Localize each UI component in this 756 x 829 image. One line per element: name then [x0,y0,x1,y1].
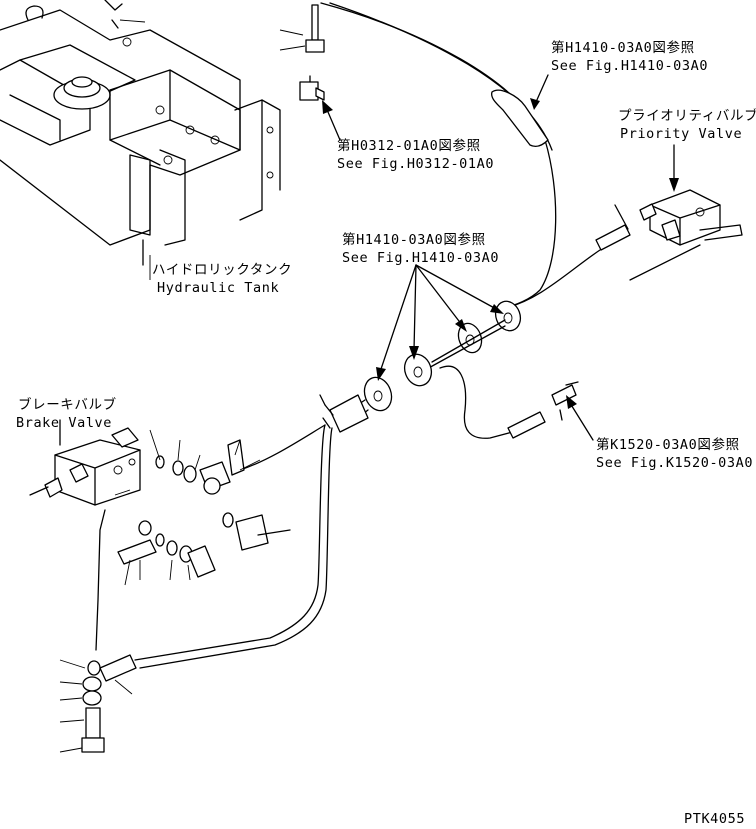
ref-k1520-label-jp: 第K1520-03A0図参照 [596,437,740,453]
upper-hose [305,2,631,309]
ref-h1410-top-label-jp: 第H1410-03A0図参照 [551,40,695,56]
brake-valve-drawing [29,427,141,506]
ref-h1410-mid-label-jp: 第H1410-03A0図参照 [342,232,486,248]
brake-valve-label-jp: ブレーキバルブ [18,397,117,413]
ref-h1410-top-label-en: See Fig.H1410-03A0 [551,58,709,74]
hydraulic-tank-label-en: Hydraulic Tank [157,280,280,296]
leader-lines [59,19,679,446]
brake-valve-label-en: Brake Valve [16,415,113,431]
bottom-fittings [59,654,137,753]
fitting-parts [114,429,291,586]
elbow-fitting [299,75,325,101]
priority-valve-drawing [629,189,743,281]
seal-washers [322,300,579,439]
ref-h0312-label-en: See Fig.H0312-01A0 [337,156,495,172]
priority-valve-label-en: Priority Valve [620,126,743,142]
hydraulic-tank-label-jp: ハイドロリックタンク [152,262,293,278]
ref-h0312-label-jp: 第H0312-01A0図参照 [337,138,481,154]
lower-hose [95,424,333,669]
priority-valve-label-jp: プライオリティバルブ [618,108,756,124]
ref-k1520-label-en: See Fig.K1520-03A0 [596,455,754,471]
hydraulic-tank-drawing [0,0,281,280]
figure-code: PTK4055 [684,811,746,827]
ref-h1410-mid-label-en: See Fig.H1410-03A0 [342,250,500,266]
